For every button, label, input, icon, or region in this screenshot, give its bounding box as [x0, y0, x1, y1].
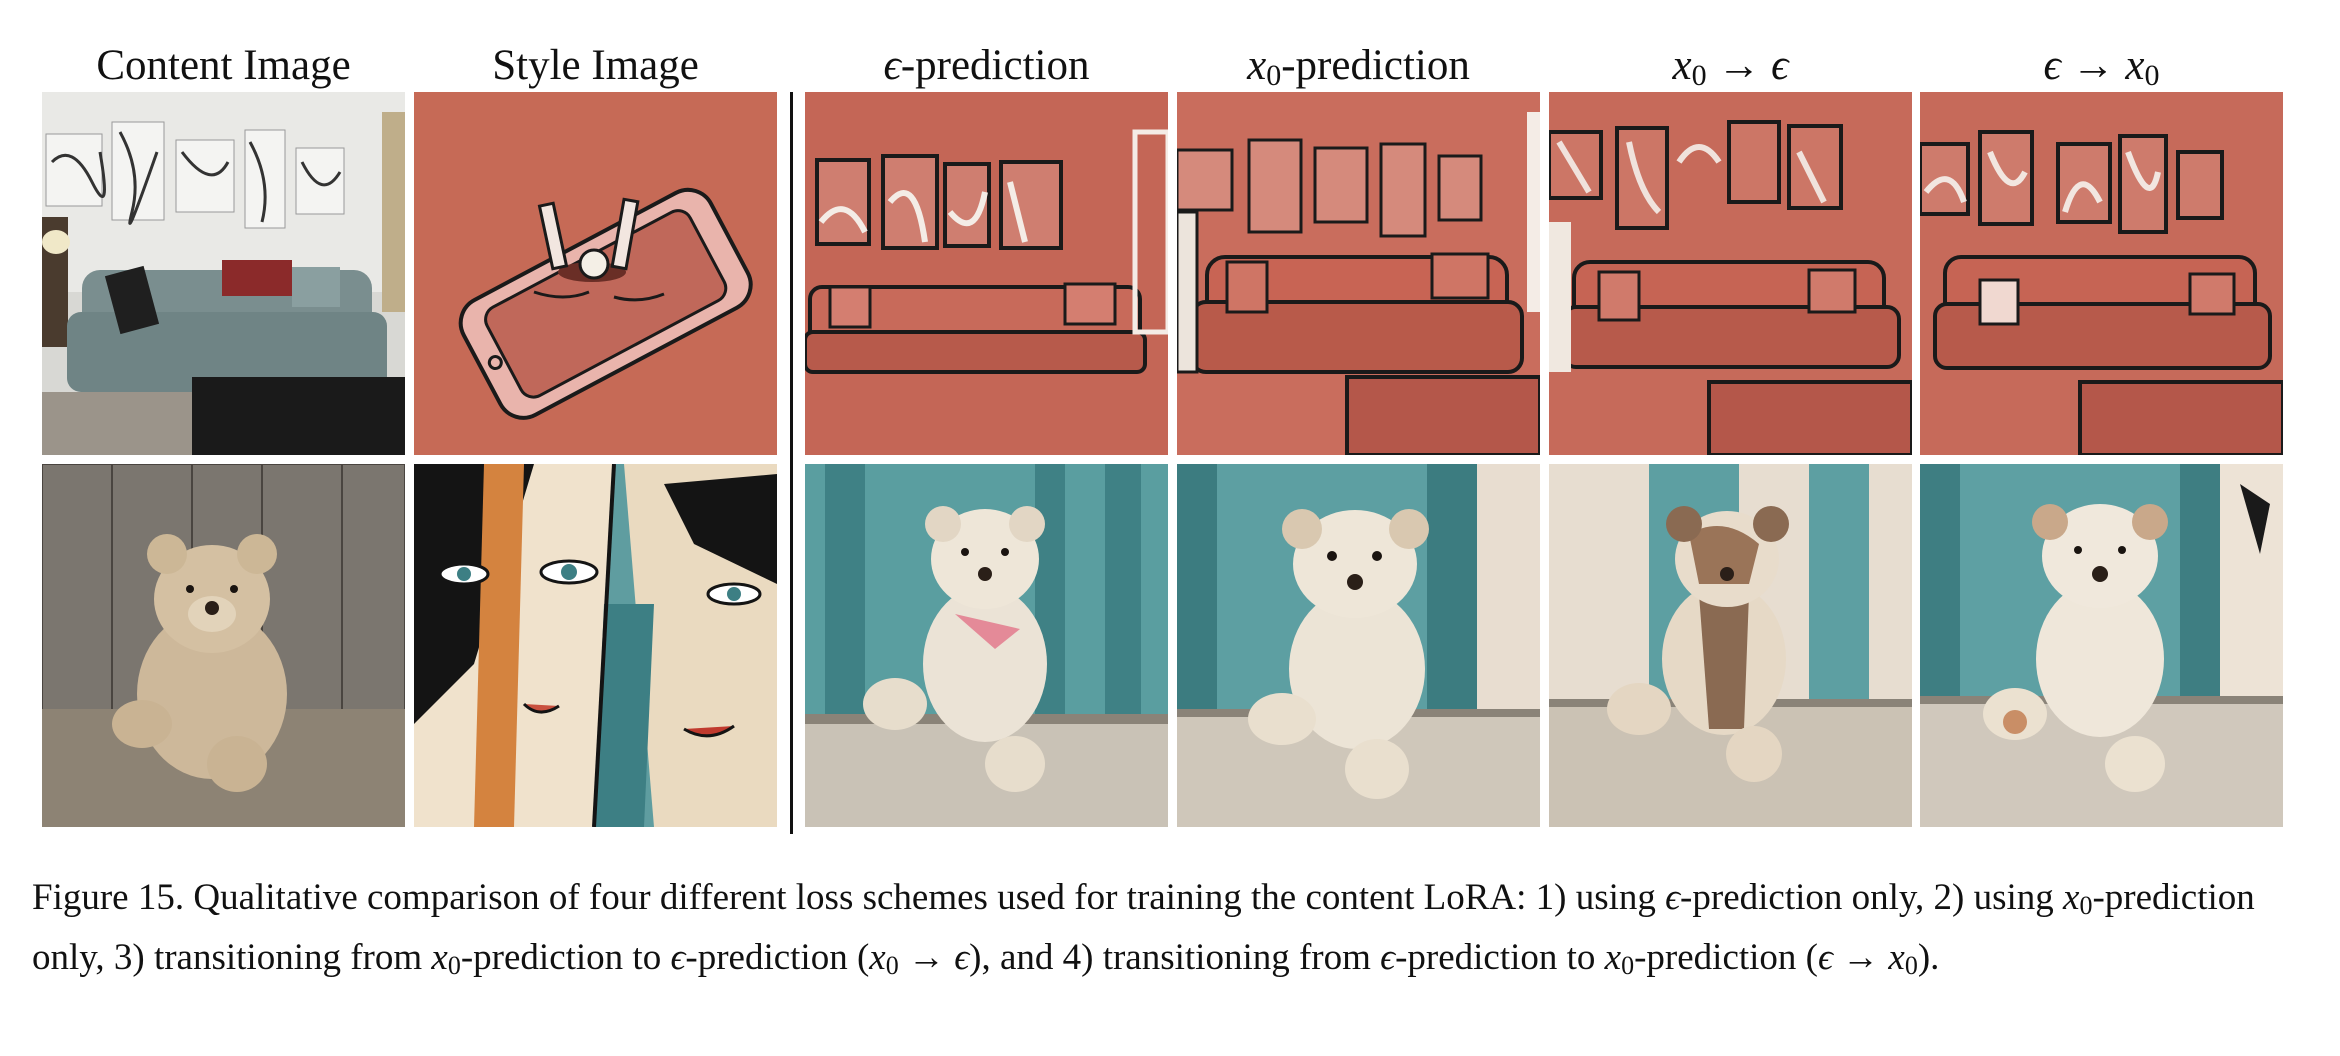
- column-divider: [790, 92, 793, 834]
- eps-prediction-living-room: [805, 92, 1168, 455]
- eps-to-x0-teddy-bear: [1920, 464, 2283, 827]
- x0-to-eps-teddy-bear: [1549, 464, 1912, 827]
- content-image-teddy-bear: [42, 464, 405, 827]
- figure-caption: Figure 15. Qualitative comparison of fou…: [32, 877, 2255, 980]
- style-image-cubist-faces: [414, 464, 777, 827]
- col-title-eps-to-x0: ϵ → x0: [2043, 42, 2160, 92]
- eps-prediction-teddy-bear: [805, 464, 1168, 827]
- col-title-x0-prediction: x0-prediction: [1247, 42, 1470, 92]
- content-image-living-room: [42, 92, 405, 455]
- col-title-style: Style Image: [492, 42, 699, 89]
- x0-prediction-living-room: [1177, 92, 1540, 455]
- x0-prediction-teddy-bear: [1177, 464, 1540, 827]
- col-title-content: Content Image: [96, 42, 351, 89]
- eps-to-x0-living-room: [1920, 92, 2283, 455]
- style-image-phone-illustration: [414, 92, 777, 455]
- col-title-eps-prediction: ϵ-prediction: [883, 42, 1090, 89]
- x0-to-eps-living-room: [1549, 92, 1912, 455]
- col-title-x0-to-eps: x0 → ϵ: [1672, 42, 1789, 92]
